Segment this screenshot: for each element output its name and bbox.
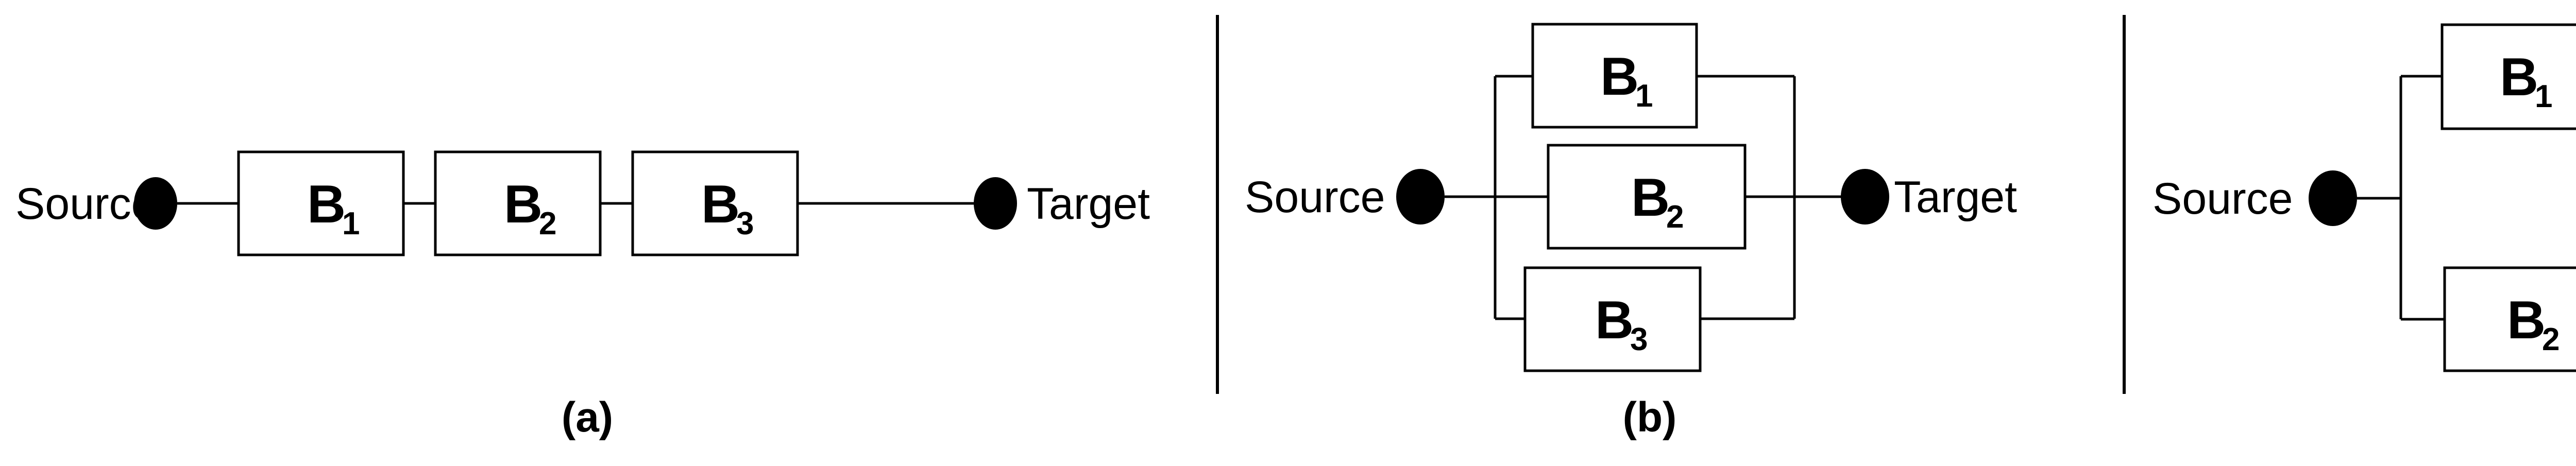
panel-c-source-label: Source — [2153, 174, 2293, 223]
panel-a-caption: (a) — [562, 394, 613, 441]
panel-c-block-b2[interactable] — [2443, 266, 2576, 372]
panel-b-block-b3-label: B — [1595, 290, 1634, 350]
panel-a-block-b1-subscript: 1 — [342, 206, 360, 241]
panel-b-block-b2-subscript: 2 — [1666, 199, 1684, 235]
panel-b-block-b1[interactable] — [1531, 23, 1698, 129]
panel-b-target-node[interactable] — [1841, 169, 1889, 225]
panel-b-target-label: Target — [1894, 172, 2017, 222]
panel-b: Source B 1 B 2 B 3 Targe — [1245, 23, 2017, 441]
panel-a-target-node[interactable] — [974, 177, 1017, 230]
panel-b-block-b3-subscript: 3 — [1630, 322, 1648, 357]
panel-c-block-b2-label: B — [2507, 290, 2546, 350]
panel-b-source-label: Source — [1245, 172, 1385, 222]
panel-c-block-b1[interactable] — [2441, 23, 2576, 130]
panel-b-block-b1-subscript: 1 — [1635, 78, 1653, 114]
panel-c-block-b1-subscript: 1 — [2535, 79, 2552, 114]
panel-b-caption: (b) — [1623, 394, 1677, 441]
panel-a-block-b1[interactable] — [237, 150, 405, 256]
panel-b-source-node[interactable] — [1396, 169, 1445, 225]
panel-c-block-b1-label: B — [2500, 47, 2538, 107]
panel-b-block-b3[interactable] — [1523, 266, 1702, 372]
panel-b-block-b2[interactable] — [1547, 144, 1747, 250]
panel-a-block-b3-label: B — [701, 175, 740, 234]
panel-a-block-b3-subscript: 3 — [736, 206, 754, 241]
panel-c-block-b2-subscript: 2 — [2542, 322, 2560, 357]
panel-a-source-node[interactable] — [134, 177, 177, 230]
panel-b-block-b1-label: B — [1600, 47, 1639, 107]
panel-c-source-node[interactable] — [2309, 170, 2357, 226]
panel-a-source-label: Source — [15, 179, 156, 229]
panel-b-block-b2-label: B — [1631, 168, 1670, 228]
panel-a-target-label: Target — [1027, 179, 1150, 229]
panel-a: Source B 1 B 2 B 3 Target (a) — [15, 150, 1150, 441]
panel-a-block-b1-label: B — [307, 175, 346, 234]
panel-a-block-b2[interactable] — [434, 150, 602, 256]
panel-c: Source B 1 B 2 B 3 — [2153, 23, 2576, 372]
panel-a-block-b2-label: B — [504, 175, 543, 234]
panel-a-block-b2-subscript: 2 — [539, 206, 556, 241]
